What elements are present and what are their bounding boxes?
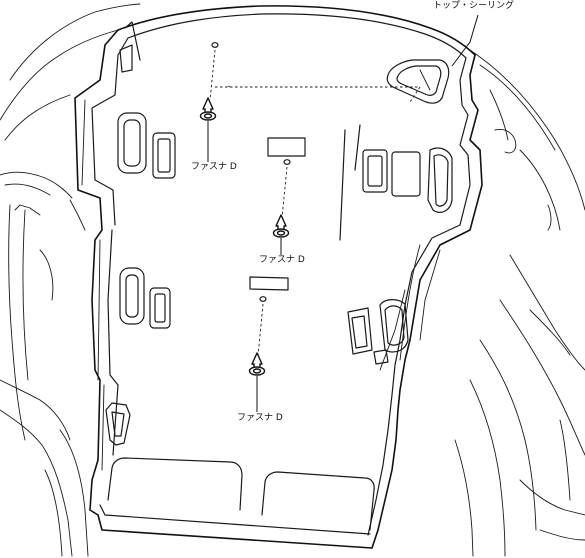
fastener-clip-icon — [199, 97, 217, 121]
sun-visor-recesses — [107, 457, 375, 531]
fastener-clip-icon — [272, 214, 290, 238]
headliner-panel — [74, 5, 483, 549]
center-pads — [249, 137, 306, 291]
label-top-ceiling: トップ・シーリング — [433, 1, 515, 11]
label-fastener-d-upper: ファスナ D — [191, 162, 237, 172]
fastener-clip-icon — [248, 352, 266, 376]
label-fastener-d-lower: ファスナ D — [237, 413, 283, 423]
right-grip-recesses — [347, 147, 453, 365]
fastener-holes — [211, 42, 291, 302]
alignment-dashes — [209, 49, 421, 357]
vehicle-body-left — [0, 3, 141, 557]
vehicle-body-right — [454, 49, 585, 557]
left-grip-recesses — [105, 112, 176, 446]
top-ceiling-bracket — [386, 59, 450, 104]
leader-lines — [207, 14, 479, 412]
label-fastener-d-middle: ファスナ D — [259, 255, 305, 265]
